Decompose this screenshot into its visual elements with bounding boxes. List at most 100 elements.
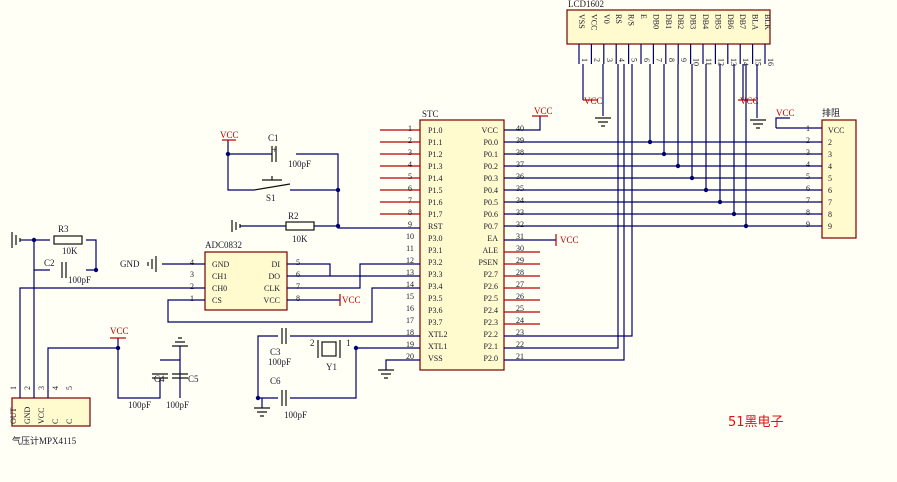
lcd-pin-number: 16 (766, 58, 775, 66)
junction-dot (255, 395, 261, 401)
mcu-left-pin-number: 3 (408, 148, 412, 157)
mcu-left-pin-number: 13 (406, 268, 414, 277)
mcu-left-pin-label: XTL1 (428, 342, 448, 351)
mcu-right-pin-label: P2.6 (484, 282, 498, 291)
lcd-pin-number: 15 (754, 58, 763, 66)
mcu-right-pin-label: VCC (482, 126, 498, 135)
junction-dot (661, 151, 667, 157)
wire-adc-di-do (287, 263, 420, 277)
c6-value: 100pF (284, 410, 307, 420)
mcu-left-pin-number: 16 (406, 304, 414, 313)
resistor-pack-pin-label: VCC (828, 126, 844, 135)
mcu-left-pin-label: RST (428, 222, 443, 231)
sensor-pin-number: 4 (51, 386, 60, 390)
adc-right-pin-number: 7 (296, 282, 300, 291)
wire-reset-c1 (227, 140, 420, 229)
mcu-left-pin-label: P3.5 (428, 294, 442, 303)
resistor-pack-pin-label: 7 (828, 198, 832, 207)
junction-dot (115, 345, 121, 351)
junction-dot (731, 211, 737, 217)
mcu-left-pin-label: P1.0 (428, 126, 442, 135)
lcd-pin-number: 3 (605, 58, 614, 62)
mcu-left-pin-number: 11 (406, 244, 414, 253)
gnd-symbol-r2 (231, 220, 241, 232)
adc-right-pin-label: CLK (264, 284, 280, 293)
resistor-pack-pin-label: 4 (828, 162, 832, 171)
y1-label: Y1 (326, 362, 337, 372)
mcu-right-pin-number: 33 (516, 208, 524, 217)
r3-value: 10K (62, 246, 78, 256)
lcd-pin-number: 9 (679, 58, 688, 62)
component-labels: C1 + 100pF S1 R2 10K R3 10K C2 100pF C3 … (44, 133, 351, 420)
r3-label: R3 (58, 224, 69, 234)
mcu-left-pin-number: 6 (408, 184, 412, 193)
lcd-pin-number: 5 (630, 58, 639, 62)
mcu-left-pin-number: 10 (406, 232, 414, 241)
lcd-data-lines (649, 64, 747, 226)
mcu-right-pin-number: 34 (516, 196, 524, 205)
resistor-pack-pin-number: 8 (806, 208, 810, 217)
mcu-right-pin-label: P2.7 (484, 270, 498, 279)
crystal-y1 (321, 341, 337, 357)
p1-stub-lines (380, 129, 420, 215)
mcu-right-pin-label: P0.6 (484, 210, 498, 219)
wire-crystal (257, 335, 420, 399)
lcd-control-lines (504, 64, 633, 361)
lcd-pin-number: 13 (729, 58, 738, 66)
sensor-pin-label: OUT (9, 407, 18, 424)
mcu-left-pin-number: 1 (408, 124, 412, 133)
crystal-plates (317, 340, 341, 358)
junction-dot (717, 199, 723, 205)
mcu-left-pin-label: P3.2 (428, 258, 442, 267)
vcc-label: VCC (584, 96, 603, 106)
mcu-right-pin-label: P0.1 (484, 150, 498, 159)
mcu-right-pin-number: 23 (516, 328, 524, 337)
mcu-right-pin-label: P0.3 (484, 174, 498, 183)
resistor-r3 (53, 235, 83, 245)
pressure-sensor-mpx4115: 气压计MPX4115 (11, 397, 91, 446)
sensor-title: 气压计MPX4115 (12, 435, 77, 446)
junction-dot (31, 237, 37, 243)
mcu-right-pin-number: 27 (516, 280, 524, 289)
mcu-right-pin-label: P2.2 (484, 330, 498, 339)
mcu-stc: STC (419, 109, 505, 371)
mcu-right-pin-label: P2.3 (484, 318, 498, 327)
wire-rp-vcc (775, 117, 790, 128)
mcu-right-pin-number: 28 (516, 268, 524, 277)
lcd-pin-label: VCC (589, 14, 598, 30)
mcu-right-pin-number: 22 (516, 340, 524, 349)
mcu-left-pin-label: P1.4 (428, 174, 442, 183)
mcu-body (419, 119, 505, 371)
c2-label: C2 (44, 258, 55, 268)
gnd-symbol-sensor (11, 232, 21, 248)
junction-dot (225, 151, 231, 157)
sensor-pin-label: VCC (37, 408, 46, 424)
junction-dot (353, 345, 359, 351)
mcu-right-pin-label: P2.4 (484, 306, 498, 315)
mcu-right-pin-label: EA (487, 234, 498, 243)
adc-left-pin-label: CH1 (212, 272, 227, 281)
adc-left-pin-number: 1 (190, 294, 194, 303)
c6-label: C6 (270, 376, 281, 386)
power-labels: VCC VCC VCC VCC VCC VCC VCC VCC GND (110, 96, 795, 336)
mcu-right-pin-label: PSEN (478, 258, 498, 267)
lcd-pin-label: VSS (577, 14, 586, 29)
mcu-left-pin-label: P3.4 (428, 282, 442, 291)
lcd-pin-label: DB1 (664, 14, 673, 29)
y1-pin2: 2 (310, 338, 315, 348)
vcc-label: VCC (740, 96, 759, 106)
vcc-label: VCC (110, 326, 129, 336)
sensor-pin-label: C (51, 419, 60, 424)
mcu-left-pin-label: P3.6 (428, 306, 442, 315)
lcd-pin-number: 6 (642, 58, 651, 62)
c2-plates (61, 262, 67, 278)
sensor-pin-label: C (65, 419, 74, 424)
c5-value: 100pF (166, 400, 189, 410)
c1-value: 100pF (288, 159, 311, 169)
lcd-pin-label: R/S (627, 14, 636, 26)
sensor-pin-number: 2 (23, 386, 32, 390)
adc-right-pin-label: VCC (264, 296, 280, 305)
junction-dot (675, 163, 681, 169)
lcd-pin-number: 14 (741, 58, 750, 66)
